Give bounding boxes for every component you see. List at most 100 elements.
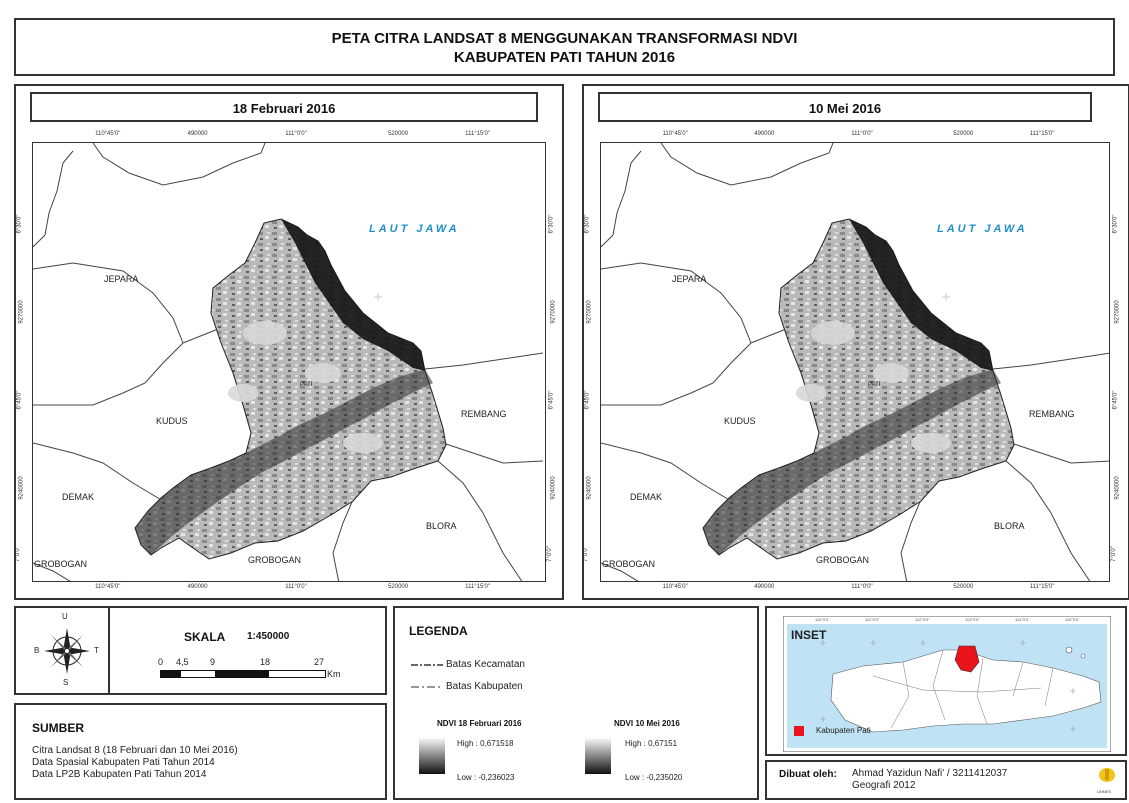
top-tick-label: 111°0'0"	[851, 131, 873, 137]
left-tick-label: 7°0'0"	[582, 546, 589, 563]
scale-tick-4: 27	[314, 657, 325, 667]
svg-text:110°0'0": 110°0'0"	[815, 617, 830, 622]
place-kudus: KUDUS	[724, 416, 756, 426]
ndvi-map	[33, 143, 544, 581]
bottom-tick-label: 110°45'0"	[95, 584, 121, 590]
inset-legend-swatch	[794, 726, 804, 736]
credit-program: Geografi 2012	[852, 780, 916, 791]
place-rembang: REMBANG	[1029, 409, 1075, 419]
compass-west: B	[34, 646, 40, 655]
bottom-tick-label: 110°45'0"	[662, 584, 688, 590]
ndvi2-ramp	[585, 738, 611, 774]
left-tick-label: 9240000	[586, 476, 593, 500]
place-blora: BLORA	[994, 521, 1025, 531]
left-tick-label: 7°0'0"	[14, 546, 21, 563]
title-box: PETA CITRA LANDSAT 8 MENGGUNAKAN TRANSFO…	[14, 18, 1115, 76]
map-title-line1: PETA CITRA LANDSAT 8 MENGGUNAKAN TRANSFO…	[331, 30, 798, 47]
top-tick-label: 520000	[388, 131, 409, 137]
ndvi2-low: Low : -0,235020	[625, 773, 683, 782]
ndvi1-high: High : 0,671518	[457, 739, 514, 748]
panel-title: 10 Mei 2016	[808, 101, 882, 116]
legend-title: LEGENDA	[409, 624, 468, 638]
top-tick-label: 110°45'0"	[95, 131, 121, 137]
credit-label: Dibuat oleh:	[779, 769, 837, 780]
scale-tick-3: 18	[260, 657, 271, 667]
admin-boundary	[33, 150, 74, 248]
scale-tick-1: 4,5	[176, 657, 189, 667]
inset-title: INSET	[791, 628, 827, 642]
inset-map: 110°0'0"111°0'0"112°0'0"113°0'0"114°0'0"…	[783, 616, 1111, 752]
right-tick-label: 6°45'0"	[548, 390, 555, 410]
place-laut-jawa: LAUT JAWA	[369, 223, 460, 235]
top-tick-label: 490000	[754, 131, 775, 137]
source-line-3: Data LP2B Kabupaten Pati Tahun 2014	[32, 769, 207, 780]
place-grobogan-west: GROBOGAN	[602, 559, 656, 569]
panel-title-box: 18 Februari 2016	[30, 92, 538, 122]
place-pati: PATI	[868, 382, 881, 388]
bottom-tick-label: 111°15'0"	[1029, 584, 1055, 590]
svg-text:114°0'0": 114°0'0"	[1015, 617, 1030, 622]
ndvi2-high: High : 0,67151	[625, 739, 678, 748]
compass-rose-icon	[44, 628, 90, 674]
left-tick-label: 6°30'0"	[16, 214, 23, 234]
credit-box: Dibuat oleh: Ahmad Yazidun Nafi' / 32114…	[765, 760, 1127, 800]
place-pati: PATI	[300, 382, 313, 388]
credit-name: Ahmad Yazidun Nafi' / 3211412037	[852, 768, 1008, 779]
bottom-tick-label: 111°0'0"	[285, 584, 307, 590]
compass-south: S	[63, 678, 69, 687]
left-tick-label: 9270000	[586, 300, 593, 324]
source-line-1: Citra Landsat 8 (18 Februari dan 10 Mei …	[32, 745, 238, 756]
panel-title-box: 10 Mei 2016	[598, 92, 1092, 122]
map-frame	[32, 142, 546, 582]
place-rembang: REMBANG	[461, 409, 507, 419]
left-tick-label: 9240000	[18, 476, 25, 500]
left-tick-label: 6°45'0"	[16, 390, 23, 410]
pati-highlight	[954, 645, 980, 673]
place-demak: DEMAK	[62, 492, 95, 502]
logo-text: UNNES	[1097, 789, 1112, 794]
svg-text:113°0'0": 113°0'0"	[965, 617, 980, 622]
scale-ratio: 1:450000	[247, 631, 290, 642]
top-tick-label: 490000	[187, 131, 208, 137]
bottom-tick-label: 111°0'0"	[851, 584, 873, 590]
compass-cell: U S B T	[16, 608, 110, 693]
left-tick-label: 6°30'0"	[584, 214, 591, 234]
pati-coast-dark	[281, 219, 425, 371]
ndvi1-ramp	[419, 738, 445, 774]
scale-tick-2: 9	[210, 657, 216, 667]
kabupaten-line-symbol	[411, 686, 443, 688]
right-tick-label: 6°45'0"	[1112, 390, 1119, 410]
source-line-2: Data Spasial Kabupaten Pati Tahun 2014	[32, 757, 215, 768]
inset-box: 110°0'0"111°0'0"112°0'0"113°0'0"114°0'0"…	[765, 606, 1127, 756]
legend-box: LEGENDA Batas Kecamatan Batas Kabupaten …	[393, 606, 759, 800]
right-tick-label: 9270000	[550, 300, 557, 324]
right-tick-label: 9240000	[1114, 476, 1121, 500]
scale-label: SKALA	[184, 630, 226, 644]
place-jepara: JEPARA	[672, 274, 707, 284]
university-logo-icon	[1099, 768, 1115, 782]
compass-scale-box: U S B T SKALA 1:450000 0 4,5 9 18 27 Km	[14, 606, 387, 695]
right-tick-label: 7°0'0"	[546, 546, 553, 563]
top-tick-label: 111°0'0"	[285, 131, 307, 137]
place-grobogan-south: GROBOGAN	[816, 555, 870, 565]
svg-text:115°0'0": 115°0'0"	[1065, 617, 1080, 622]
ndvi1-low: Low : -0,236023	[457, 773, 515, 782]
svg-text:111°0'0": 111°0'0"	[865, 617, 880, 622]
top-tick-label: 520000	[953, 131, 974, 137]
source-title: SUMBER	[32, 721, 85, 735]
place-demak: DEMAK	[630, 492, 663, 502]
bottom-tick-label: 490000	[187, 584, 208, 590]
bottom-tick-label: 520000	[953, 584, 974, 590]
scale-tick-0: 0	[158, 657, 164, 667]
bottom-tick-label: 490000	[754, 584, 775, 590]
top-tick-label: 111°15'0"	[465, 131, 490, 137]
ndvi-map	[601, 143, 1109, 581]
map-frame	[600, 142, 1110, 582]
panel-title: 18 Februari 2016	[232, 101, 336, 116]
legend-kecamatan: Batas Kecamatan	[446, 659, 525, 670]
compass-north: U	[62, 612, 68, 621]
place-grobogan-south: GROBOGAN	[248, 555, 302, 565]
pati-river-dark	[703, 369, 1001, 555]
